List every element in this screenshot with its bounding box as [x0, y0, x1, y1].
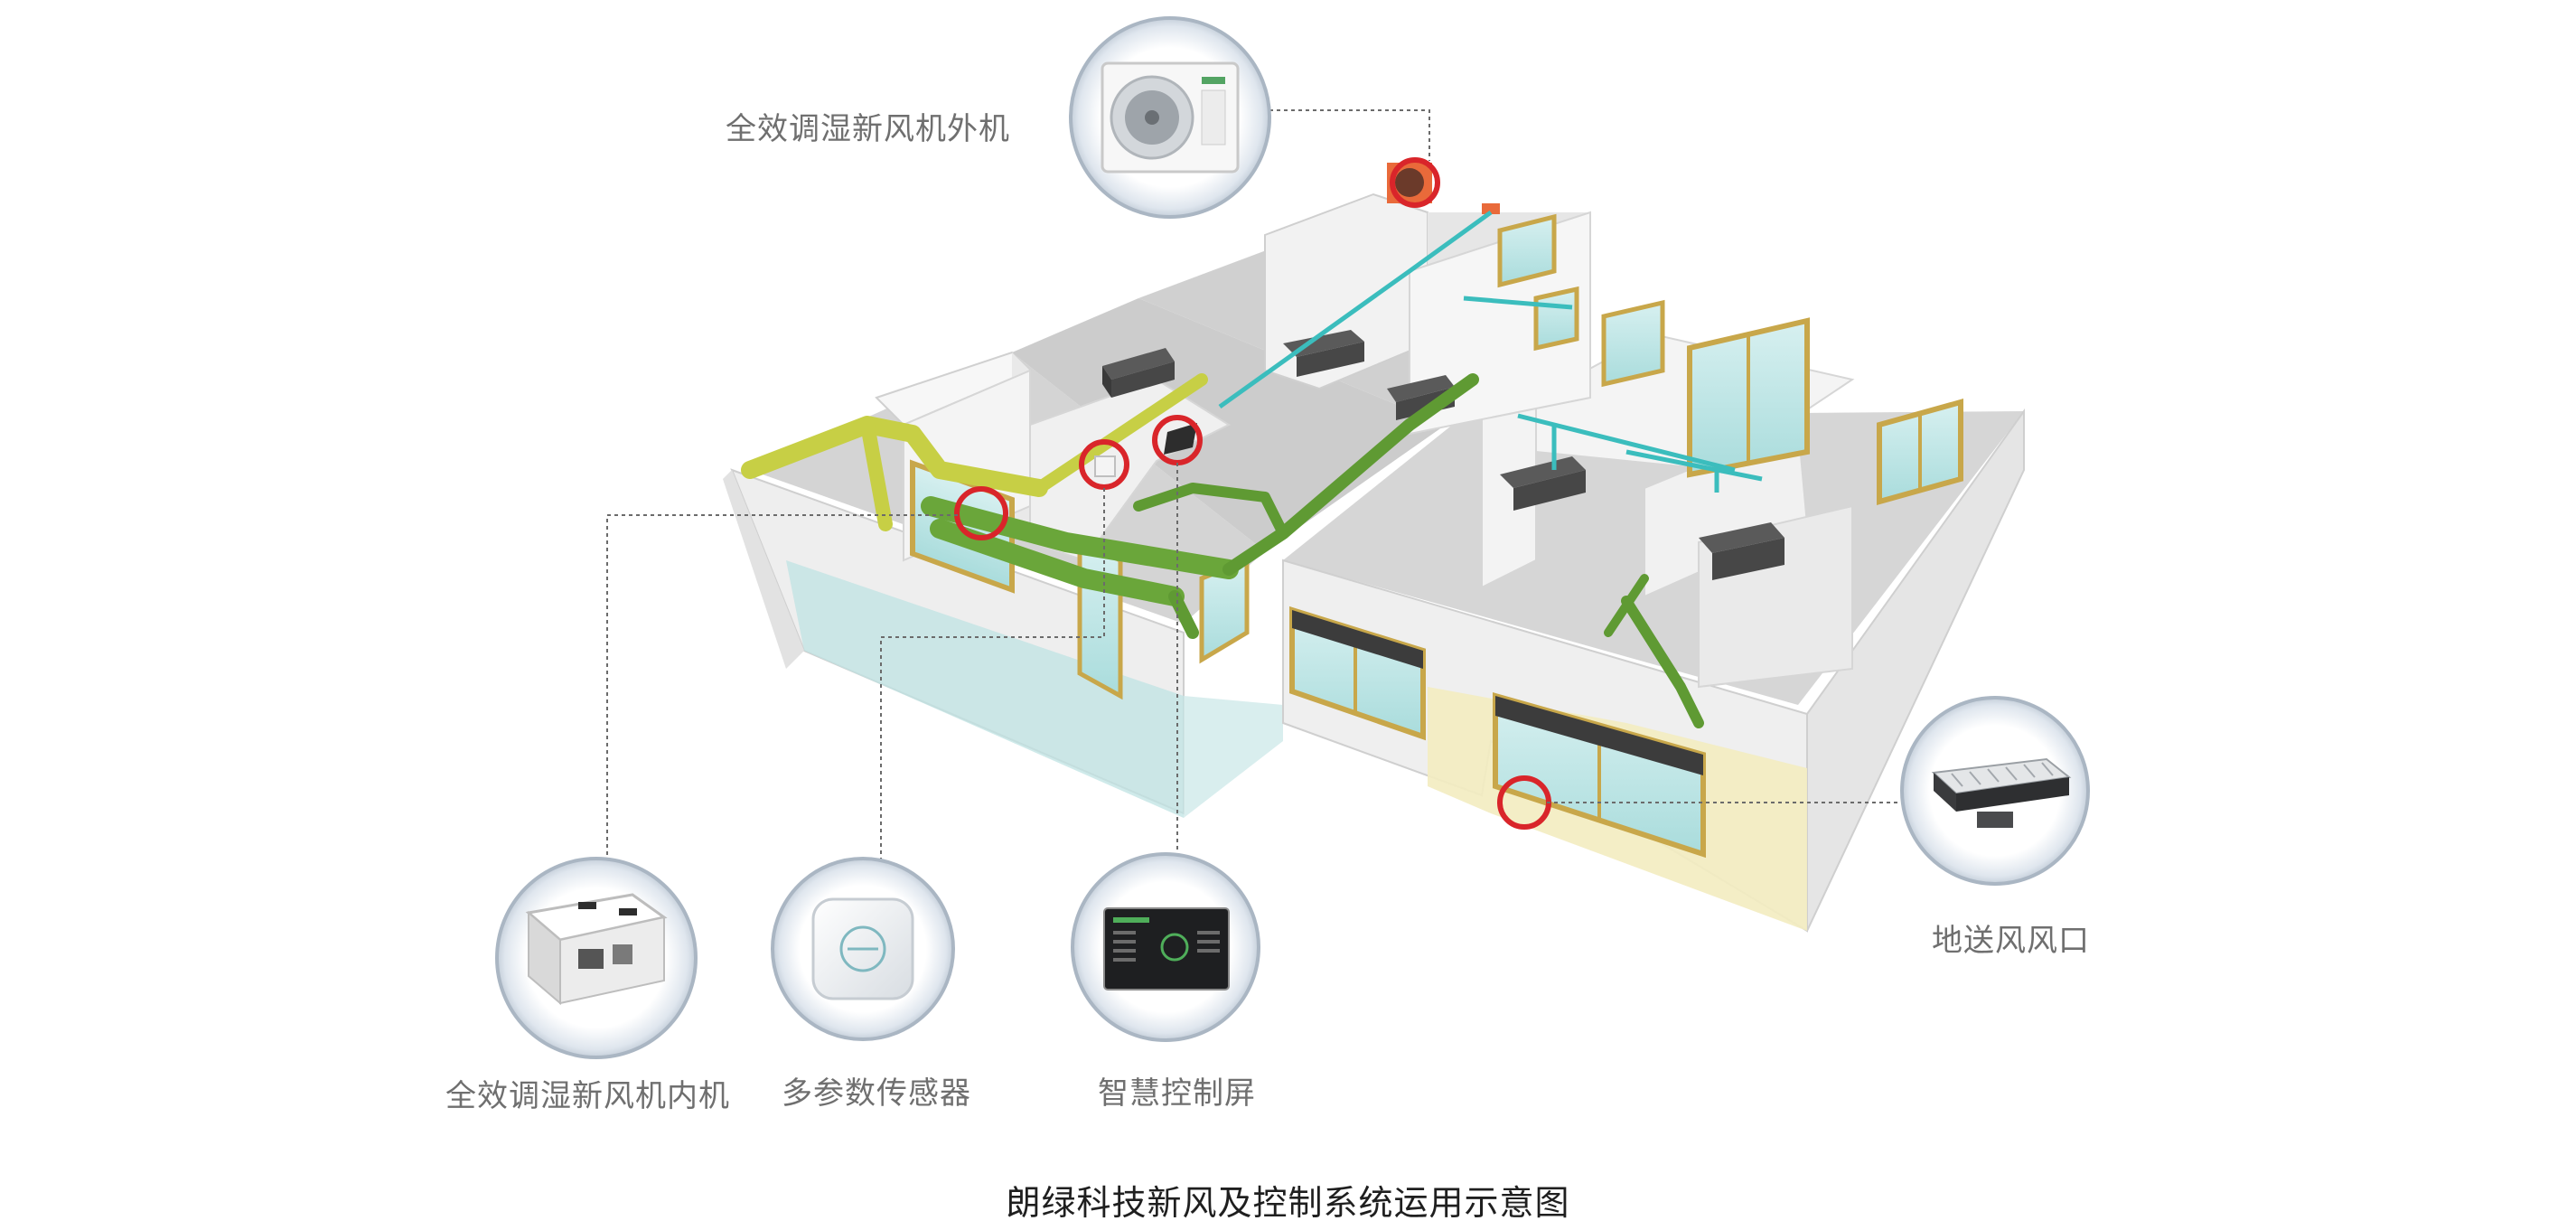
- left-basement-glass: [786, 560, 1184, 818]
- window: [1077, 539, 1123, 700]
- control-screen-device: [1164, 423, 1197, 455]
- leader-sensor: [880, 488, 1105, 866]
- green-duct: [921, 373, 1704, 728]
- window: [1493, 692, 1706, 859]
- window: [1289, 606, 1426, 741]
- label-outdoor-unit: 全效调湿新风机外机: [726, 111, 1010, 147]
- sensor-icon: [811, 897, 914, 1000]
- window: [1533, 286, 1579, 352]
- marker-indoor-unit: [954, 486, 1008, 540]
- label-sensor: 多参数传感器: [782, 1075, 971, 1112]
- callout-control-screen: [1071, 852, 1260, 1042]
- floor-vent-icon: [1931, 757, 2072, 828]
- label-floor-vent: 地送风风口: [1932, 923, 2090, 959]
- ceiling-unit: [1102, 348, 1175, 398]
- indoor-unit-icon: [525, 893, 668, 1006]
- marker-sensor: [1079, 439, 1129, 490]
- figure-caption: 朗绿科技新风及控制系统运用示意图: [1006, 1183, 1570, 1223]
- house-cutaway: [723, 163, 2025, 933]
- sensor-device: [1094, 455, 1116, 477]
- control-screen-icon: [1103, 907, 1230, 991]
- callout-outdoor-unit: [1069, 16, 1271, 219]
- highlight-markers: [954, 157, 1551, 830]
- callout-floor-vent: [1900, 696, 2090, 886]
- window: [1687, 317, 1810, 478]
- callout-sensor: [771, 857, 955, 1041]
- leader-outdoor-unit: [1269, 109, 1430, 161]
- leader-lines: [606, 109, 1914, 866]
- callout-indoor-unit: [495, 857, 698, 1059]
- ceiling-unit: [1699, 522, 1784, 580]
- ceiling-unit: [1387, 375, 1455, 420]
- leader-indoor-unit: [606, 514, 958, 866]
- ceiling-unit: [1500, 456, 1586, 511]
- yellow-duct: [741, 373, 1208, 531]
- marker-outdoor-unit: [1390, 157, 1440, 208]
- left-basement-glass-side: [1184, 696, 1283, 818]
- window: [1497, 213, 1557, 288]
- window: [1601, 299, 1665, 388]
- outdoor-unit-icon: [1101, 61, 1240, 174]
- cyan-duct: [1218, 210, 1763, 493]
- ceiling-unit: [1283, 330, 1364, 377]
- left-block-wall-left: [723, 470, 804, 669]
- label-indoor-unit: 全效调湿新风机内机: [445, 1078, 730, 1114]
- label-control-screen: 智慧控制屏: [1098, 1075, 1256, 1112]
- window: [1877, 399, 1963, 505]
